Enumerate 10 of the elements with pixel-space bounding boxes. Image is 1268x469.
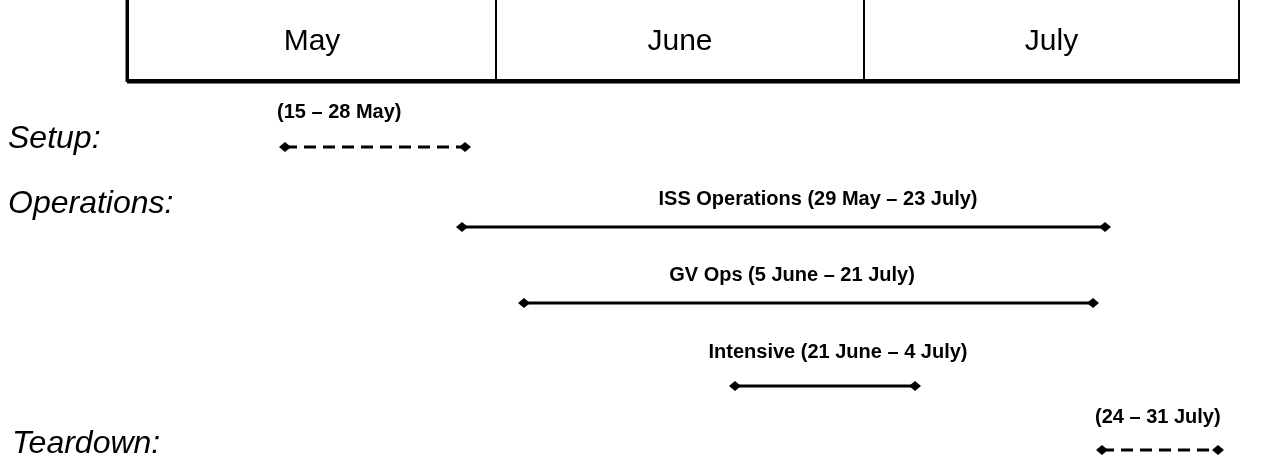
month-cell: July	[863, 0, 1240, 81]
period-label: GV Ops (5 June – 21 July)	[669, 263, 915, 286]
category-label: Operations:	[8, 184, 174, 221]
month-cell: May	[127, 0, 497, 81]
period-label: ISS Operations (29 May – 23 July)	[658, 187, 978, 210]
category-label: Setup:	[8, 119, 101, 156]
period-label: Intensive (21 June – 4 July)	[708, 340, 968, 363]
category-label: Teardown:	[12, 424, 161, 461]
period-label: (24 – 31 July)	[1095, 405, 1221, 428]
period-label: (15 – 28 May)	[277, 100, 402, 123]
